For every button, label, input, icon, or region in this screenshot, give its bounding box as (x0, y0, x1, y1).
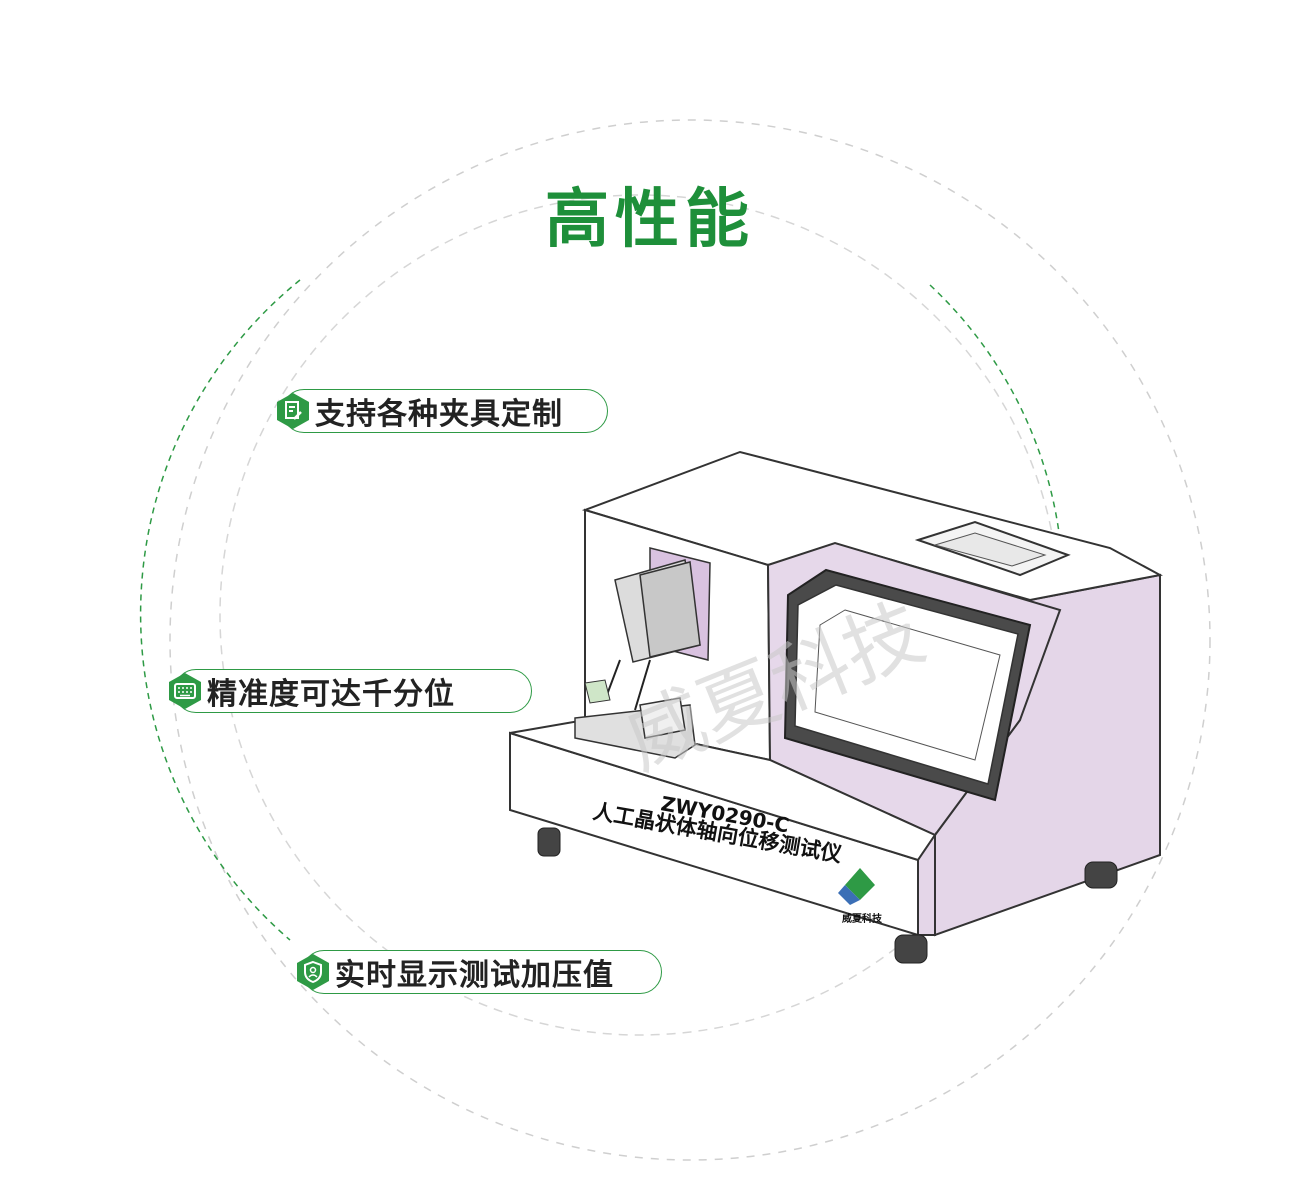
badge-text: 威夏科技 (842, 912, 883, 925)
document-edit-icon (277, 393, 309, 429)
keyboard-icon (169, 673, 201, 709)
shield-user-icon (297, 954, 329, 990)
page-title: 高性能 (545, 183, 755, 257)
feature-label: 实时显示测试加压值 (335, 958, 614, 993)
feature-pill-fixtures: 支持各种夹具定制 (277, 389, 608, 433)
feature-label: 精准度可达千分位 (207, 677, 455, 712)
feature-pill-realtime: 实时显示测试加压值 (297, 950, 662, 994)
feature-label: 支持各种夹具定制 (315, 397, 563, 432)
feature-pill-precision: 精准度可达千分位 (169, 669, 532, 713)
